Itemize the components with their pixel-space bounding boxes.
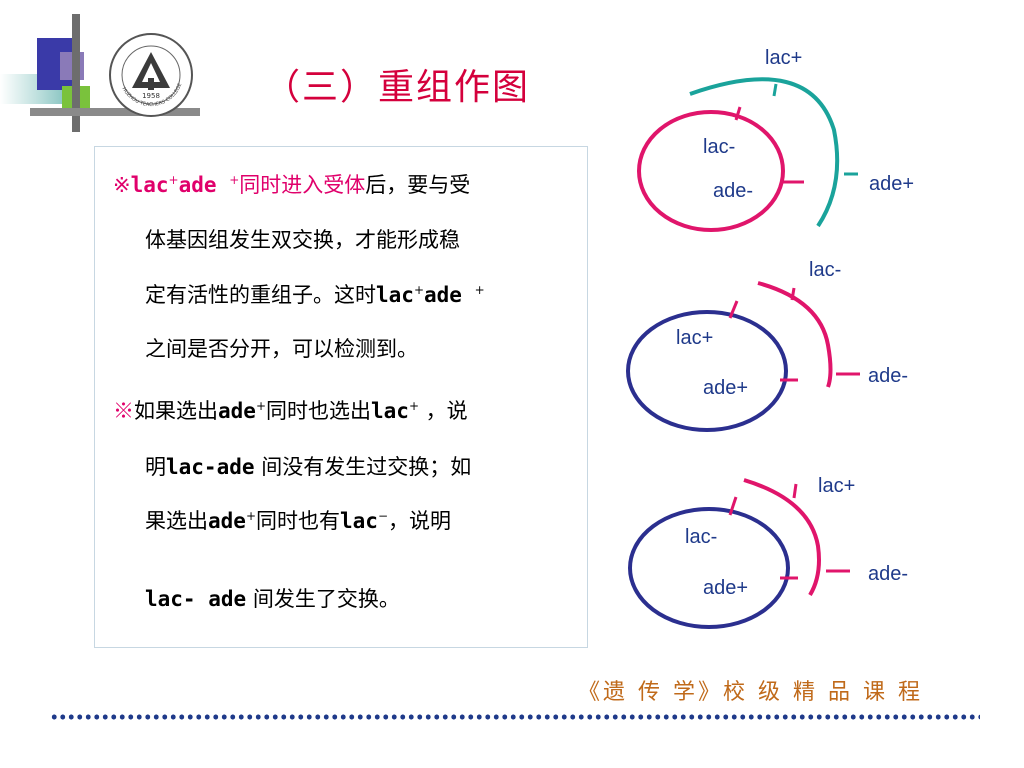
course-footer: 《遗 传 学》校 级 精 品 课 程 — [578, 680, 923, 705]
recombination-diagram: lac+ ade+ lac- ade- lac- ade- lac+ ade+ — [626, 47, 914, 629]
panel3-label-outer-top: lac+ — [818, 475, 855, 497]
logo-year: 1958 — [142, 92, 160, 100]
para2-line3: 果选出ade+同时也有lac−，说明 — [145, 509, 451, 533]
explanation-text-box: ※lac+ade +同时进入受体后，要与受 体基因组发生双交换，才能形成稳 定有… — [94, 146, 588, 648]
panel2-donor-fragment — [757, 281, 833, 388]
panel1-recipient-chromosome — [637, 110, 785, 232]
panel2-recipient-chromosome — [626, 310, 788, 432]
panel3-recipient-chromosome — [628, 507, 790, 629]
panel3-label-inner-bottom: ade+ — [703, 577, 748, 599]
panel-3: lac+ ade- lac- ade+ — [628, 475, 908, 629]
footer-dotted-divider — [50, 714, 980, 720]
panel2-label-outer-right: ade- — [868, 365, 908, 387]
para1-line4: 之间是否分开，可以检测到。 — [145, 337, 418, 361]
panel1-label-outer-top: lac+ — [765, 47, 802, 69]
para2-line2: 明lac-ade 间没有发生过交换；如 — [145, 455, 472, 479]
panel-2: lac- ade- lac+ ade+ — [626, 259, 908, 432]
panel3-label-inner-top: lac- — [685, 526, 717, 548]
corner-decoration-horizontal-bar — [30, 108, 200, 116]
panel2-label-outer-top: lac- — [809, 259, 841, 281]
panel2-recipient-lac-tick — [728, 300, 739, 319]
panel2-label-inner-bottom: ade+ — [703, 377, 748, 399]
para1-line2: 体基因组发生双交换，才能形成稳 — [145, 228, 460, 252]
panel3-donor-fragment — [743, 478, 821, 597]
panel3-label-outer-right: ade- — [868, 563, 908, 585]
panel1-donor-lac-tick — [772, 83, 778, 97]
slide-title: （三）重组作图 — [264, 67, 531, 108]
corner-decoration-vertical-bar — [72, 14, 80, 132]
college-logo: 1958 HUZHOU TEACHERS COLLEGE — [109, 33, 193, 117]
panel1-label-inner-bottom: ade- — [713, 180, 753, 202]
panel-1: lac+ ade+ lac- ade- — [637, 47, 914, 232]
panel1-recipient-lac-tick — [734, 106, 742, 121]
panel1-label-inner-top: lac- — [703, 136, 735, 158]
panel3-donor-lac-tick — [792, 483, 798, 499]
para2-line1: ※如果选出ade+同时也选出lac+ ，说 — [113, 399, 468, 423]
panel3-recipient-lac-tick — [728, 496, 738, 516]
panel2-donor-lac-tick — [790, 287, 796, 301]
panel1-label-outer-right: ade+ — [869, 173, 914, 195]
panel2-label-inner-top: lac+ — [676, 327, 713, 349]
para2-line4: lac- ade 间发生了交换。 — [145, 587, 400, 611]
para1-line1: ※lac+ade +同时进入受体后，要与受 — [113, 173, 471, 197]
para1-line3: 定有活性的重组子。这时lac+ade + — [145, 283, 485, 307]
panel1-donor-fragment — [689, 77, 840, 228]
